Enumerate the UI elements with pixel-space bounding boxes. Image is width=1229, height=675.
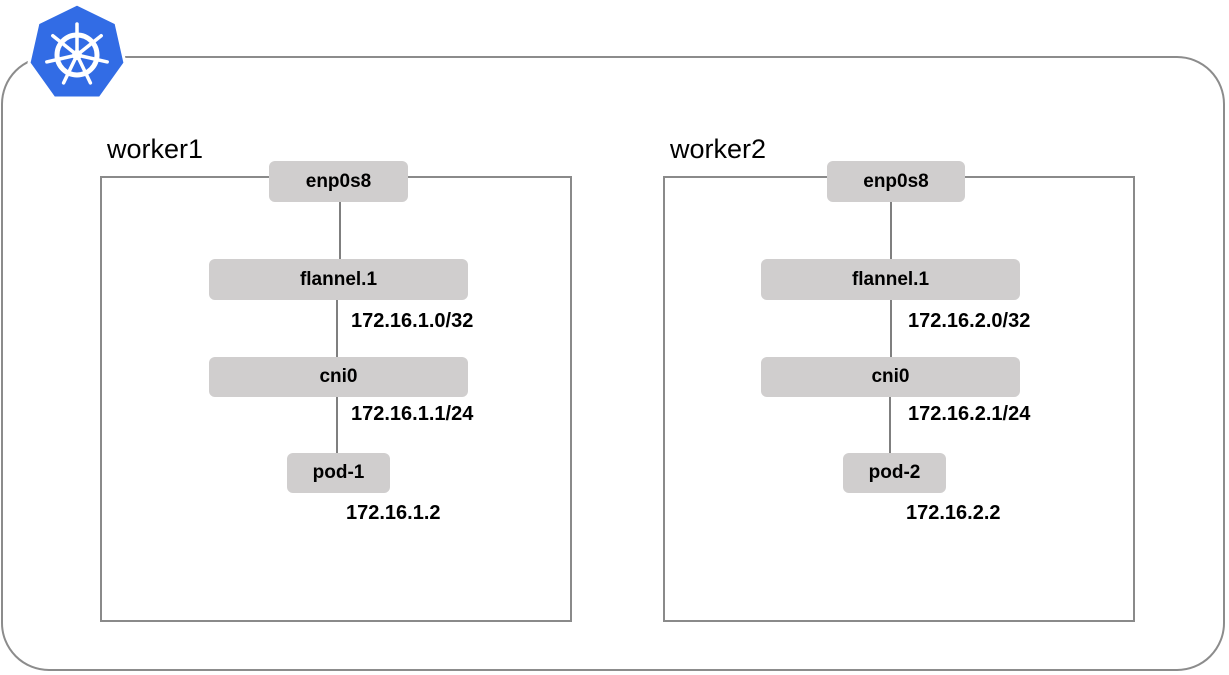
worker1-enp0s8-interface: enp0s8	[269, 161, 408, 202]
worker2-enp0s8-interface: enp0s8	[827, 161, 965, 202]
worker1-flannel-interface: flannel.1	[209, 259, 468, 300]
worker1-cni0-address: 172.16.1.1/24	[351, 403, 474, 425]
worker2-pod-address: 172.16.2.2	[906, 502, 1001, 524]
worker1-title: worker1	[107, 134, 204, 164]
worker2-flannel-address: 172.16.2.0/32	[908, 310, 1031, 332]
worker1-link-enp0s8-flannel	[339, 201, 341, 261]
worker1-flannel-address: 172.16.1.0/32	[351, 310, 474, 332]
worker2-cni0-interface: cni0	[761, 357, 1020, 397]
worker2-link-cni0-pod	[889, 396, 891, 454]
worker1-link-cni0-pod	[336, 396, 338, 454]
cluster-boundary	[1, 56, 1225, 671]
worker2-node-box	[663, 176, 1135, 622]
kubernetes-logo-icon	[27, 2, 127, 100]
worker2-link-flannel-cni0	[890, 299, 892, 358]
worker2-cni0-address: 172.16.2.1/24	[908, 403, 1031, 425]
worker1-pod-interface: pod-1	[287, 453, 390, 493]
worker2-flannel-interface: flannel.1	[761, 259, 1020, 300]
worker2-link-enp0s8-flannel	[890, 201, 892, 261]
worker1-link-flannel-cni0	[336, 299, 338, 358]
worker2-title: worker2	[670, 134, 767, 164]
worker2-pod-interface: pod-2	[843, 453, 946, 493]
worker1-cni0-interface: cni0	[209, 357, 468, 397]
worker1-pod-address: 172.16.1.2	[346, 502, 441, 524]
